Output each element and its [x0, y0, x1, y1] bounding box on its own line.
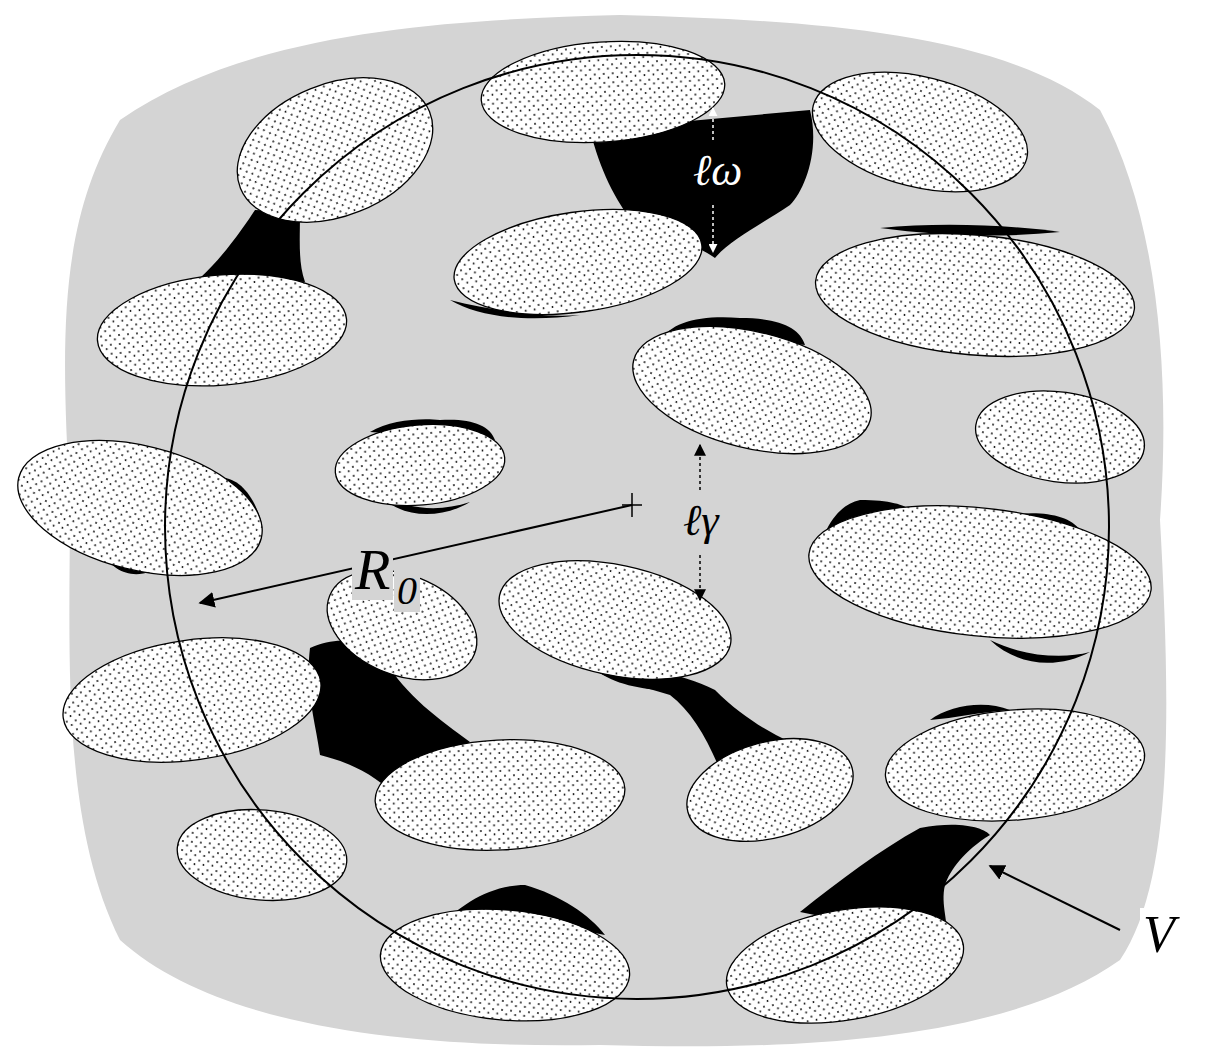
radius-subscript: 0 [394, 570, 420, 612]
dimension-arrow [712, 108, 714, 140]
length-scale-label: ℓω [690, 148, 745, 194]
dimension-arrow [712, 205, 714, 252]
averaging-volume-circle [165, 55, 1109, 999]
solid-grains [4, 34, 1158, 1040]
radius-symbol: R [352, 540, 393, 600]
leader-line [990, 866, 1120, 930]
dimension-arrow [699, 555, 701, 600]
volume-label: V [1140, 908, 1178, 962]
dimension-arrow [699, 445, 701, 490]
length-scale-label: ℓγ [680, 498, 722, 544]
